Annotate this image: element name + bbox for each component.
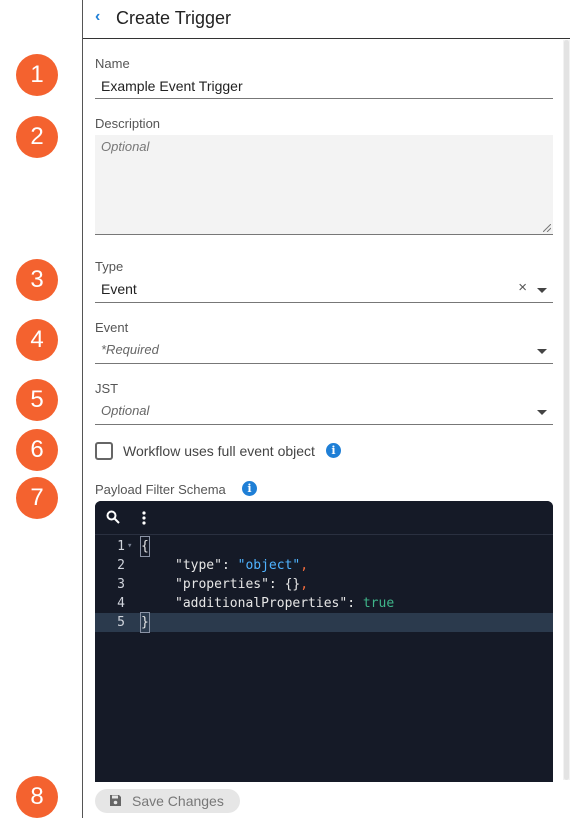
jst-select-placeholder: Optional bbox=[101, 403, 150, 418]
editor-toolbar bbox=[95, 501, 553, 535]
step-marker-4: 4 bbox=[16, 319, 58, 361]
line-number-gutter bbox=[95, 535, 139, 782]
line-number: 5 bbox=[117, 615, 125, 630]
event-select-placeholder: *Required bbox=[101, 342, 159, 357]
dropdown-caret-icon[interactable] bbox=[537, 349, 547, 354]
clear-icon[interactable]: × bbox=[518, 279, 527, 296]
json-separator: : {} bbox=[268, 577, 301, 592]
jst-label: JST bbox=[95, 381, 119, 396]
event-label: Event bbox=[95, 320, 129, 335]
line-number: 4 bbox=[117, 596, 125, 611]
code-text: "properties": {}, bbox=[175, 575, 308, 594]
page-header: ‹ Create Trigger bbox=[83, 0, 570, 39]
dropdown-caret-icon[interactable] bbox=[537, 288, 547, 293]
step-marker-5: 5 bbox=[16, 379, 58, 421]
type-label: Type bbox=[95, 259, 124, 274]
json-key: "type" bbox=[175, 558, 222, 573]
save-changes-label: Save Changes bbox=[132, 793, 224, 809]
full-event-checkbox[interactable] bbox=[95, 442, 113, 460]
type-select-value: Event bbox=[101, 281, 137, 297]
json-key: "properties" bbox=[175, 577, 269, 592]
fold-arrow-icon[interactable]: ▾ bbox=[127, 541, 133, 551]
sidebar-divider bbox=[82, 0, 83, 818]
jst-select[interactable]: Optional bbox=[95, 399, 553, 425]
step-marker-3: 3 bbox=[16, 259, 58, 301]
code-line: 3 "properties": {}, bbox=[95, 575, 553, 594]
json-code-editor[interactable]: 1 ▾ { 2 "type": "object", 3 "properties"… bbox=[95, 501, 553, 782]
name-input[interactable] bbox=[95, 75, 553, 97]
full-event-label: Workflow uses full event object bbox=[123, 443, 315, 459]
json-separator: : bbox=[221, 558, 238, 573]
back-chevron-icon[interactable]: ‹ bbox=[95, 8, 101, 25]
step-marker-7: 7 bbox=[16, 477, 58, 519]
save-changes-button[interactable]: Save Changes bbox=[95, 789, 240, 813]
step-marker-2: 2 bbox=[16, 116, 58, 158]
step-marker-1: 1 bbox=[16, 54, 58, 96]
line-number: 2 bbox=[117, 558, 125, 573]
scrollbar-thumb[interactable] bbox=[564, 40, 569, 780]
floppy-disk-icon bbox=[110, 795, 121, 806]
code-line-active: 5 } bbox=[95, 612, 553, 633]
description-label: Description bbox=[95, 116, 161, 131]
more-vertical-icon[interactable] bbox=[139, 509, 149, 527]
dropdown-caret-icon[interactable] bbox=[537, 410, 547, 415]
json-boolean-value: true bbox=[362, 596, 395, 611]
info-icon[interactable]: i bbox=[326, 443, 341, 458]
line-number: 3 bbox=[117, 577, 125, 592]
code-line: 2 "type": "object", bbox=[95, 556, 553, 575]
description-field-wrapper bbox=[95, 135, 553, 235]
json-separator: : bbox=[347, 596, 363, 611]
line-number: 1 bbox=[117, 539, 125, 554]
json-key: "additionalProperties" bbox=[175, 596, 348, 611]
code-line: 1 ▾ { bbox=[95, 536, 553, 557]
search-icon[interactable] bbox=[106, 510, 120, 524]
page-title: Create Trigger bbox=[116, 8, 232, 28]
json-comma: , bbox=[300, 577, 309, 592]
name-field-wrapper bbox=[95, 75, 553, 99]
json-comma: , bbox=[300, 558, 309, 573]
event-select[interactable]: *Required bbox=[95, 338, 553, 364]
info-icon[interactable]: i bbox=[242, 481, 257, 496]
code-line: 4 "additionalProperties": true bbox=[95, 594, 553, 613]
step-marker-8: 8 bbox=[16, 776, 58, 818]
code-text: { bbox=[140, 536, 150, 557]
code-text: } bbox=[140, 612, 150, 633]
resize-grip-icon[interactable] bbox=[543, 224, 551, 232]
description-textarea[interactable] bbox=[95, 135, 553, 234]
name-label: Name bbox=[95, 56, 130, 71]
code-text: "additionalProperties": true bbox=[175, 594, 394, 613]
code-text: "type": "object", bbox=[175, 556, 308, 575]
type-select[interactable]: Event × bbox=[95, 277, 553, 303]
payload-filter-label: Payload Filter Schema bbox=[95, 482, 226, 497]
step-marker-6: 6 bbox=[16, 429, 58, 471]
json-string-value: "object" bbox=[237, 558, 301, 573]
